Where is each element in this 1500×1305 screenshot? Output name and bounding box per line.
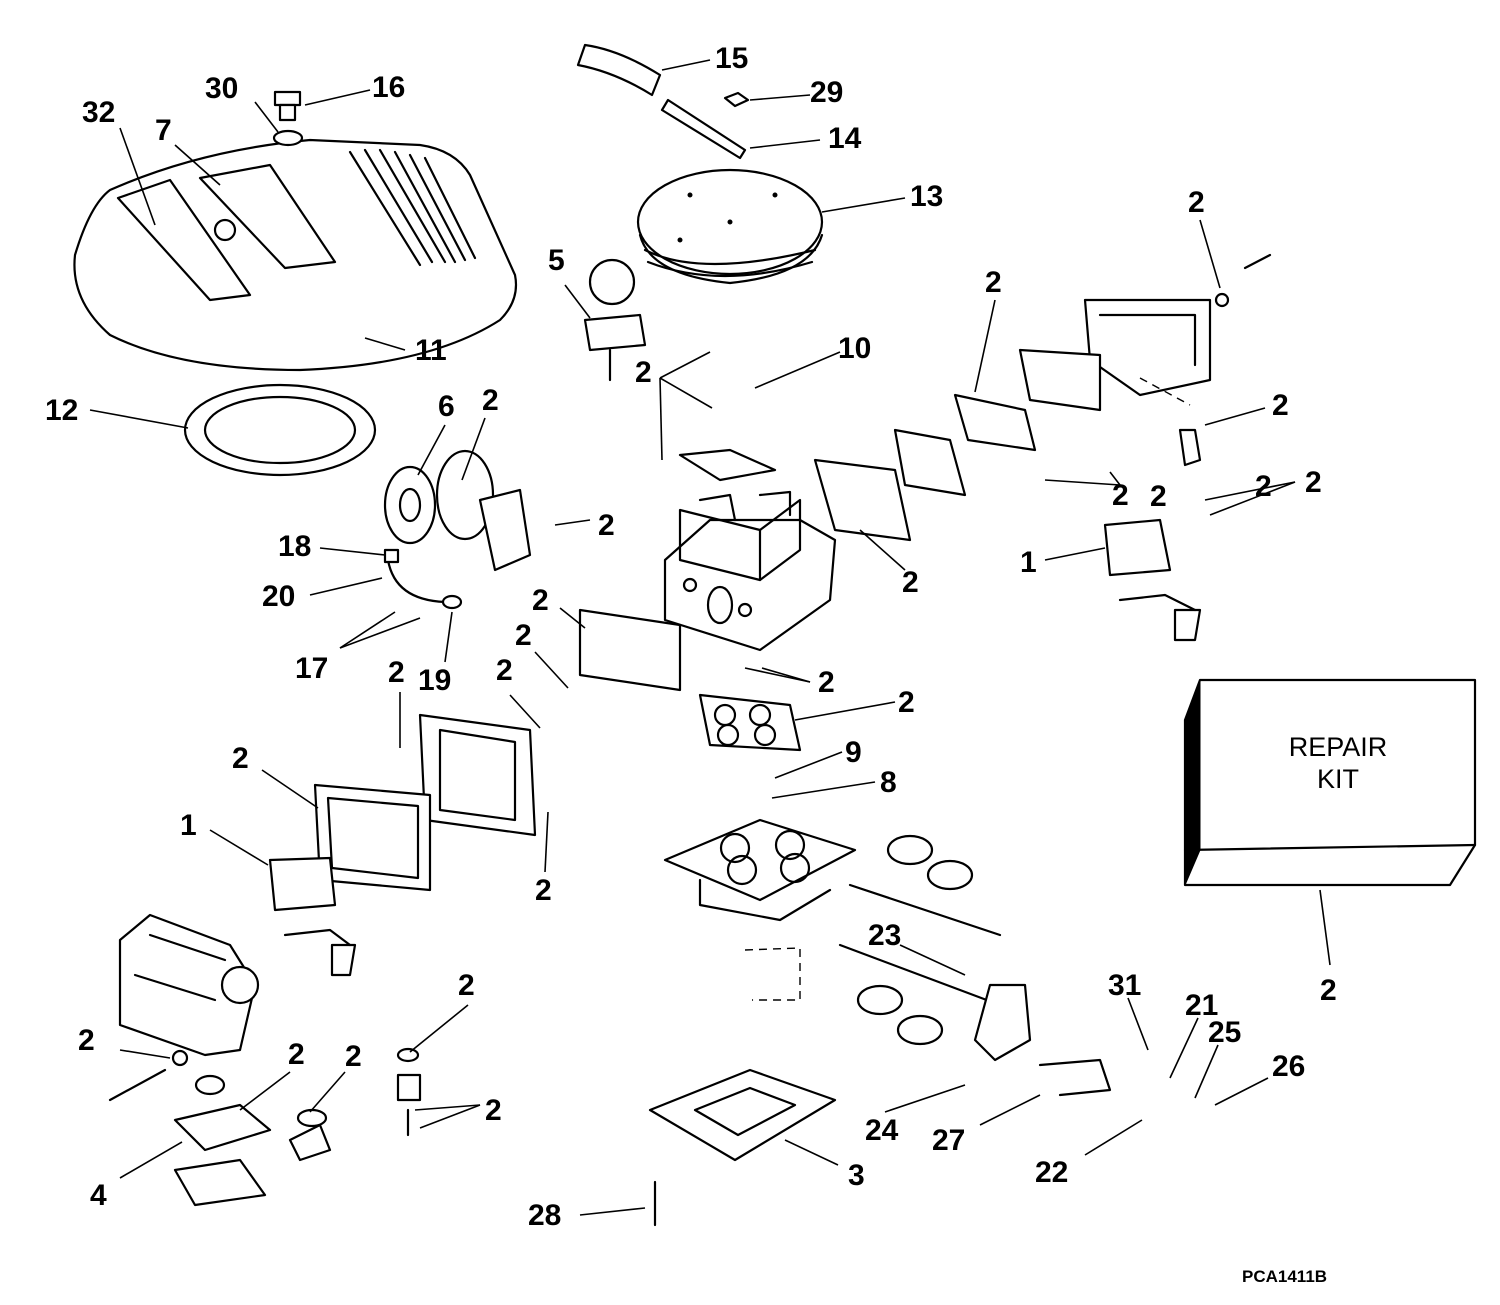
callout-4: 4 [90, 1179, 107, 1212]
callout-2: 2 [515, 619, 532, 652]
callout-31: 31 [1108, 969, 1141, 1002]
callout-29: 29 [810, 76, 843, 109]
flame-arrestor-cover [73, 138, 518, 372]
callout-2: 2 [496, 654, 513, 687]
callout-2: 2 [485, 1094, 502, 1127]
gasket-ring [183, 383, 377, 477]
callout-2: 2 [1150, 480, 1167, 513]
callout-23: 23 [868, 919, 901, 952]
callout-2: 2 [288, 1038, 305, 1071]
callout-22: 22 [1035, 1156, 1068, 1189]
callout-2: 2 [818, 666, 835, 699]
repair-kit-label-line2: KIT [1317, 764, 1359, 794]
callout-15: 15 [715, 42, 748, 75]
callout-9: 9 [845, 736, 862, 769]
callout-26: 26 [1272, 1050, 1305, 1083]
callout-repair-kit: 2 [1320, 974, 1337, 1007]
reference-code: PCA1411B [1242, 1267, 1327, 1286]
alignment-guides [744, 377, 1191, 1001]
air-filter [636, 168, 824, 285]
repair-kit-box [1183, 678, 1477, 887]
cover-bolt [272, 90, 304, 147]
gasket-plates [578, 393, 1037, 752]
callout-2: 2 [388, 656, 405, 689]
callout-30: 30 [205, 72, 238, 105]
wire-lead [383, 548, 463, 610]
callout-1-right: 1 [1020, 546, 1037, 579]
secondary-fuel-bowl [1018, 253, 1272, 412]
callout-28: 28 [528, 1199, 561, 1232]
callout-2: 2 [482, 384, 499, 417]
callout-6: 6 [438, 390, 455, 423]
callout-2: 2 [1112, 479, 1129, 512]
callout-2: 2 [1272, 389, 1289, 422]
repair-kit-label-line1: REPAIR [1289, 732, 1388, 762]
callout-2: 2 [1305, 466, 1322, 499]
callout-14: 14 [828, 122, 862, 155]
throttle-body [663, 818, 1112, 1097]
callout-2: 2 [532, 584, 549, 617]
float-left [268, 856, 357, 977]
callout-17: 17 [295, 652, 328, 685]
callout-20: 20 [262, 580, 295, 613]
callout-2: 2 [985, 266, 1002, 299]
callout-7: 7 [155, 114, 172, 147]
callout-21: 21 [1185, 989, 1218, 1022]
carburetor-main-body [663, 448, 837, 652]
callout-11: 11 [415, 334, 447, 367]
callout-2: 2 [345, 1040, 362, 1073]
callout-2: 2 [78, 1024, 95, 1057]
callout-2: 2 [1255, 470, 1272, 503]
callout-24: 24 [865, 1114, 899, 1147]
callout-18: 18 [278, 530, 311, 563]
callout-2: 2 [1188, 186, 1205, 219]
callout-13: 13 [910, 180, 943, 213]
callout-19: 19 [418, 664, 451, 697]
callout-2: 2 [535, 874, 552, 907]
callout-16: 16 [372, 71, 405, 104]
callout-2: 2 [635, 356, 652, 389]
callout-27: 27 [932, 1124, 965, 1157]
callout-2: 2 [898, 686, 915, 719]
callout-10: 10 [838, 332, 871, 365]
callout-12: 12 [45, 394, 78, 427]
callout-2: 2 [598, 509, 615, 542]
callout-32: 32 [82, 96, 115, 129]
callout-2: 2 [902, 566, 919, 599]
fuel-pump [108, 913, 332, 1207]
callout-5: 5 [548, 244, 565, 277]
needle-seat-left [396, 1047, 422, 1137]
callout-1-left: 1 [180, 809, 197, 842]
vent-hose [576, 43, 750, 160]
callout-25: 25 [1208, 1016, 1241, 1049]
float-right [1103, 428, 1202, 642]
primary-fuel-bowl [313, 713, 537, 892]
accelerator-pump [383, 258, 647, 572]
callout-2: 2 [232, 742, 249, 775]
callout-2: 2 [458, 969, 475, 1002]
callout-3: 3 [848, 1159, 865, 1192]
leader-lines [89, 59, 1296, 1216]
base-gasket [648, 1068, 837, 1162]
callout-8: 8 [880, 766, 897, 799]
